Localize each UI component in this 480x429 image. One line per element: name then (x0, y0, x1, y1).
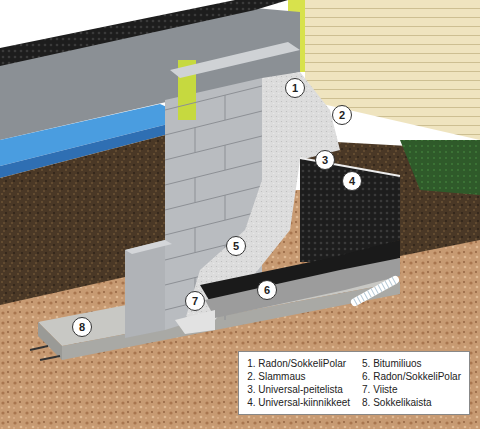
key-entry: 8. Sokkelikaista (362, 397, 461, 408)
callout-label: 6 (264, 284, 270, 296)
rebar (40, 356, 60, 360)
key-entry: 3. Universal-peitelista (247, 384, 350, 395)
callout-number: 7 (185, 291, 205, 311)
block-joint (195, 228, 196, 253)
block-wall-lower (125, 240, 165, 338)
callout-label: 4 (349, 175, 355, 187)
block-joint (195, 178, 196, 203)
key-entry: 2. Slammaus (247, 371, 350, 382)
block-top (125, 240, 172, 254)
callout-number: 2 (332, 105, 352, 125)
callout-label: 8 (79, 321, 85, 333)
block-joint (195, 128, 196, 153)
block-joint (165, 186, 262, 210)
callout-number: 4 (342, 171, 362, 191)
rebar (30, 346, 48, 350)
callout-label: 7 (192, 295, 198, 307)
key-entry: 4. Universal-kiinnikkeet (247, 397, 350, 408)
footing-end (38, 322, 62, 360)
block-joint (225, 95, 226, 120)
callout-number: 6 (257, 280, 277, 300)
key-entry: 6. Radon/SokkeliPolar (362, 371, 461, 382)
callout-label: 5 (233, 240, 239, 252)
drain-pipe-ribs (355, 280, 395, 302)
callout-number: 1 (285, 78, 305, 98)
callout-label: 2 (339, 109, 345, 121)
callout-label: 1 (292, 82, 298, 94)
callout-number: 8 (72, 317, 92, 337)
block-joint (165, 86, 262, 110)
callout-number: 5 (226, 236, 246, 256)
wall-top (170, 42, 300, 78)
chamfer (175, 310, 215, 334)
block-joint (165, 161, 262, 185)
base-membrane (205, 258, 400, 318)
block-joint (165, 136, 262, 160)
key-entry: 5. Bitumiliuos (362, 358, 461, 369)
block-joint (165, 111, 262, 135)
key-entry: 1. Radon/SokkeliPolar (247, 358, 350, 369)
callout-number: 3 (315, 150, 335, 170)
block-joint (225, 195, 226, 220)
lawn (400, 140, 480, 195)
block-joint (225, 145, 226, 170)
drain-pipe (355, 280, 395, 302)
key-box: 1. Radon/SokkeliPolar 2. Slammaus 3. Unive… (238, 351, 470, 415)
callout-label: 3 (322, 154, 328, 166)
key-entry: 7. Viiste (362, 384, 461, 395)
